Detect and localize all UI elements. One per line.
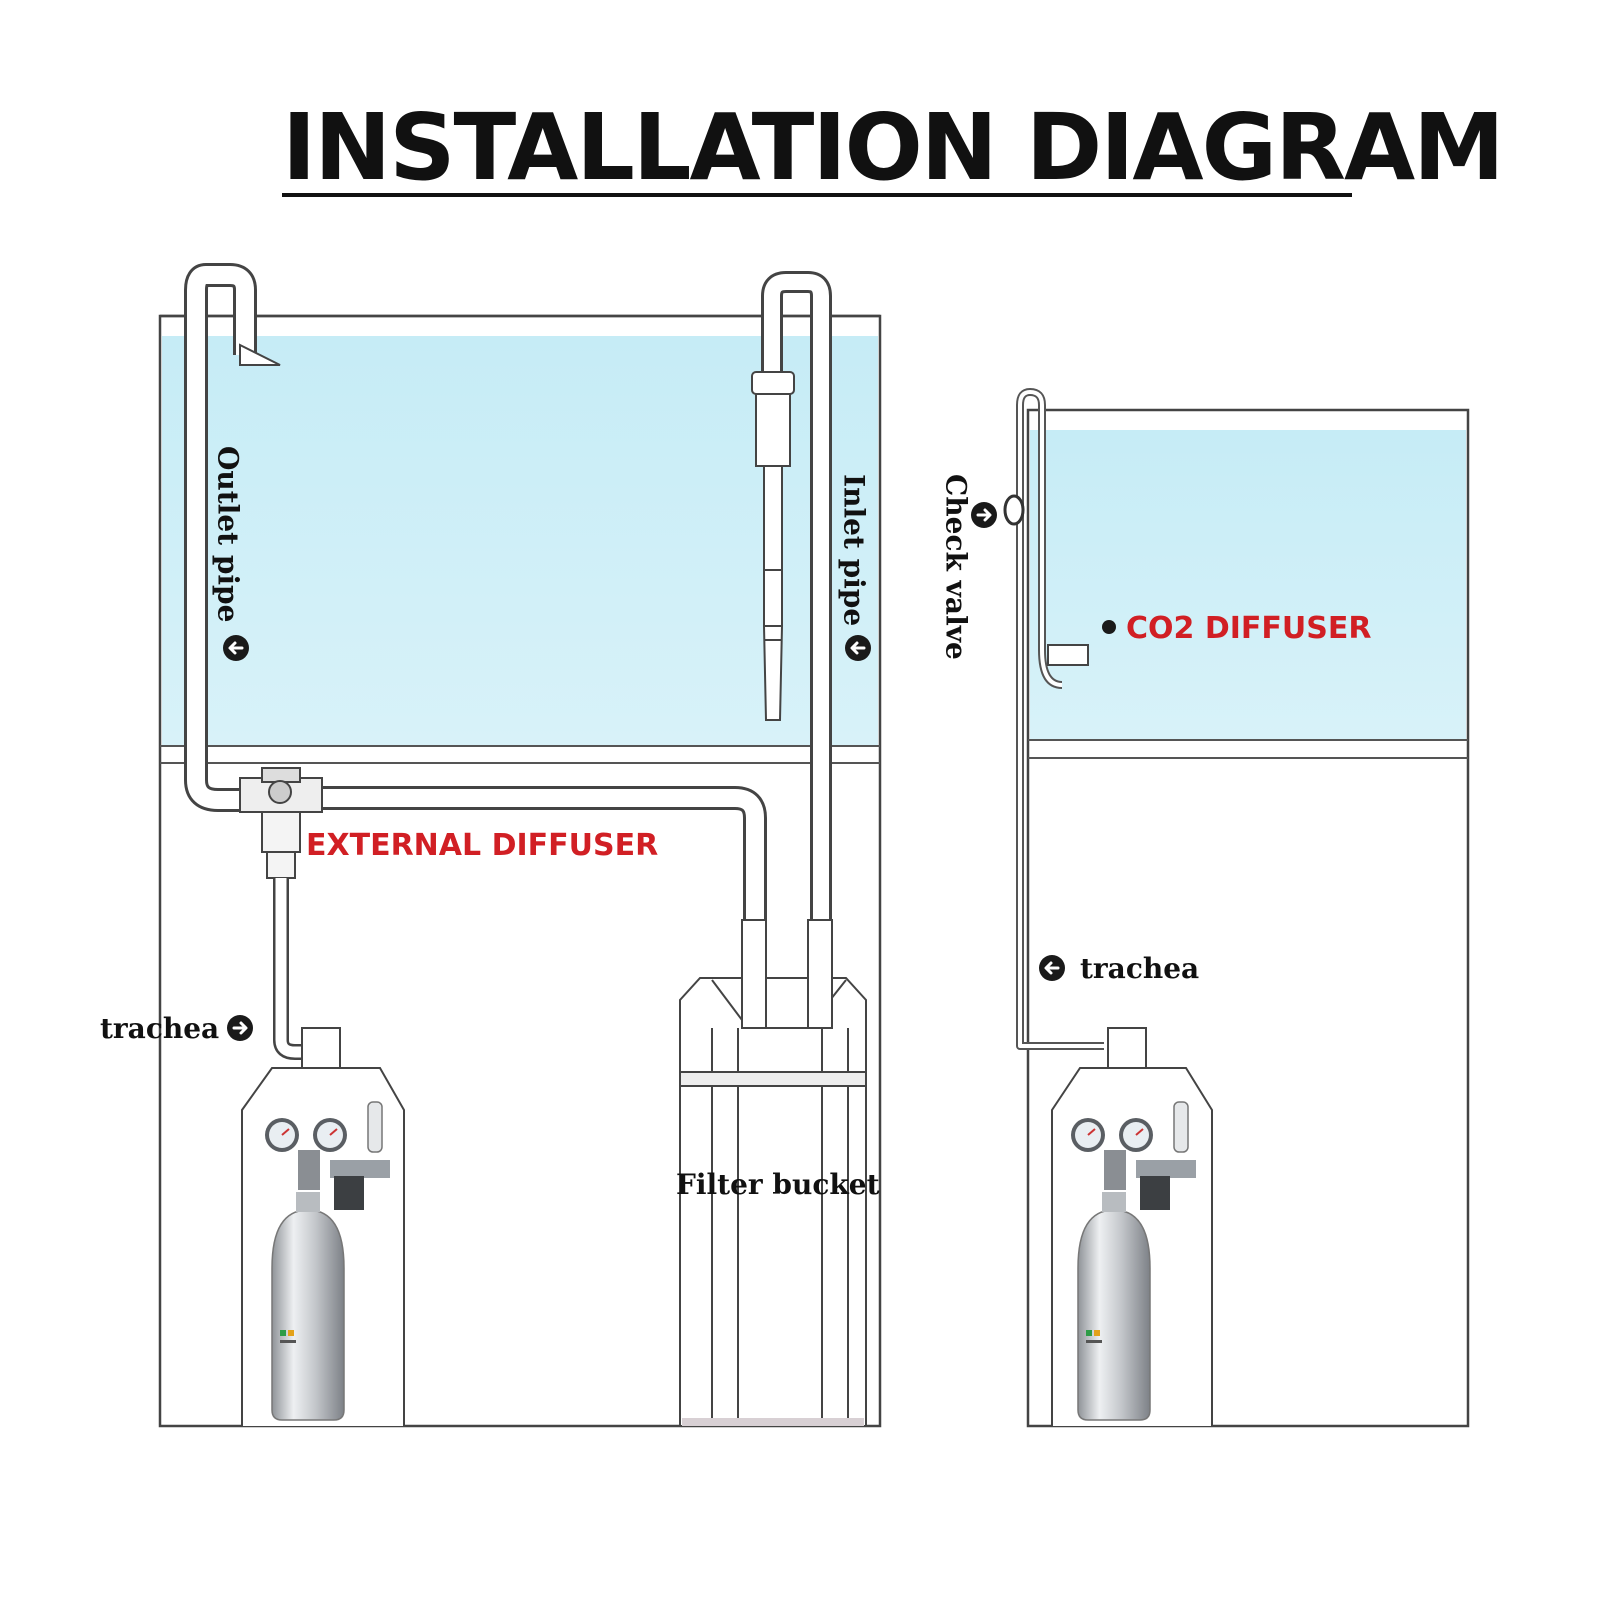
outlet-pipe-label: Outlet pipe [212,446,245,622]
arrow-circle-icon [1037,953,1067,983]
trachea-right-label: trachea [1080,952,1199,985]
external-diffuser [239,767,323,879]
arrow-circle-icon [969,500,999,530]
co2-diffuser-device [1047,644,1089,666]
filter-bucket-label: Filter bucket [676,1168,880,1201]
arrow-circle-icon [221,633,251,663]
diagram-title: INSTALLATION DIAGRAM [282,94,1505,201]
trachea-left-label: trachea [100,1012,219,1045]
co2-diffuser-label: CO2 DIFFUSER [1126,611,1371,646]
external-diffuser-label: EXTERNAL DIFFUSER [306,828,658,863]
inlet-strainer [751,371,795,721]
check-valve-label: Check valve [940,474,973,660]
check-valve [1003,494,1025,526]
arrow-circle-icon [225,1013,255,1043]
co2-cylinder-left [264,1027,390,1421]
co2-diffuser-bullet [1102,620,1116,634]
inlet-pipe-label: Inlet pipe [838,474,871,626]
filter-bucket [679,919,867,1427]
arrow-circle-icon [843,633,873,663]
co2-cylinder-right [1070,1027,1196,1421]
